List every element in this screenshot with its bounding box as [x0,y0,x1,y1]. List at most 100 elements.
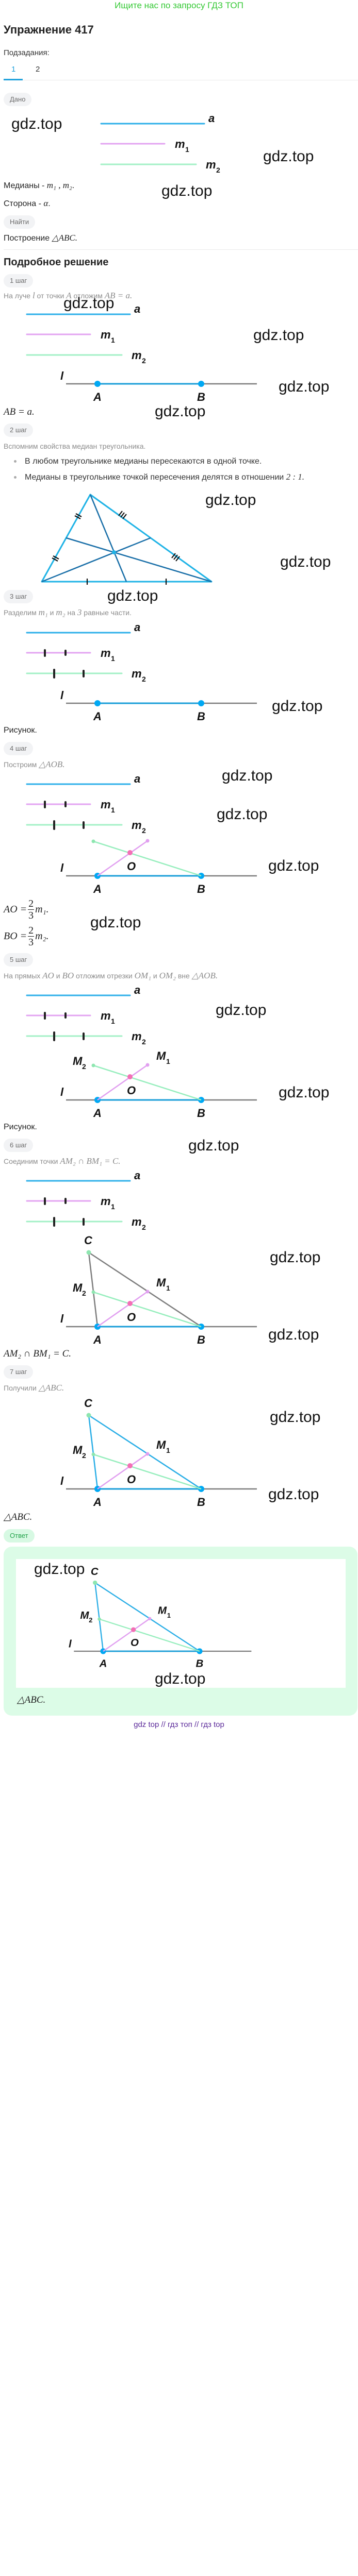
step-6-result: AM₂ ∩ BM₁ = C. [4,1348,72,1359]
label-M1: M [156,1049,166,1062]
bullet-text: В любом треугольнике медианы пересекаютс… [25,457,262,466]
given-side-math: α [43,198,48,208]
watermark: gdz.top [222,767,272,784]
m: AB = a. [104,291,133,300]
label-sub: 2 [82,1062,86,1071]
step-3-badge: 3 шаг [4,590,34,603]
page-title: Упражнение 417 [4,23,94,36]
t: от точки [35,292,67,300]
label-m2: m [132,667,142,680]
label-m2: m [206,158,216,171]
watermark: gdz.top [268,1326,319,1343]
label-m1: m [101,1195,111,1208]
label-sub: 2 [82,1451,86,1460]
label-M2: M [73,1281,83,1294]
label-l: l [60,1475,64,1487]
step-1-badge: 1 шаг [4,274,34,287]
step-2-desc: Вспомним свойства медиан треугольника. [4,442,146,450]
step1-line-figure: l A B [60,369,258,403]
label-m2: m [132,349,142,362]
tab-subtask-1[interactable]: 1 [11,65,16,74]
watermark: gdz.top [90,914,141,931]
watermark: gdz.top [268,1486,319,1503]
t: Соединим точки [4,1157,60,1165]
label-sub: 2 [82,1289,86,1297]
bullet-icon [14,476,17,479]
lhs: BO = [4,930,27,942]
m: m₂ [56,607,66,617]
watermark: gdz.top [253,327,304,344]
step-3-desc: Разделим m₁ и m₂ на 3 равные части. [4,607,132,618]
m: A [66,291,72,300]
m: BO [62,971,74,980]
subtasks-label: Подзадания: [4,48,50,57]
label-sub: 2 [142,1223,146,1231]
label-B: B [197,1107,205,1120]
list-item: В любом треугольнике медианы пересекаютс… [14,456,262,467]
tab-subtask-2[interactable]: 2 [36,65,40,74]
bullet-math: 2 : 1. [286,472,305,482]
label-C: C [84,1234,93,1247]
label-A: A [93,1333,102,1346]
label-a: a [134,984,140,996]
step4-aob-figure: l A B O [60,838,258,895]
find-label: Построение [4,234,52,243]
step-2-badge: 2 шаг [4,423,34,437]
step-7-badge: 7 шаг [4,1365,34,1379]
label-sub: 2 [142,357,146,365]
watermarks: gdz.top gdz.top gdz.top gdz.top gdz.top … [11,115,331,1687]
watermark: gdz.top [205,492,256,509]
watermark: gdz.top [263,148,314,165]
rhs: m₁. [35,903,49,915]
step-1-result: AB = a. [4,406,35,417]
label-a: a [134,621,140,634]
watermark: gdz.top [155,403,205,420]
footer-links: gdz top // гдз топ // гдз top [134,1720,224,1729]
active-tab-indicator [4,79,23,80]
m: OM₁ [134,971,152,980]
label-A: A [93,1496,102,1509]
find-math: △ABC. [52,233,77,243]
t: На луче [4,292,32,300]
step-7-desc: Получили △ABC. [4,1383,64,1393]
bullet-icon [14,460,17,463]
t: и [151,972,159,980]
step-5-badge: 5 шаг [4,953,34,967]
answer-text: △ABC. [17,1694,46,1705]
given-medians-math: m₁ , m₂ [46,180,72,190]
watermark: gdz.top [161,182,212,199]
label-l: l [60,689,64,702]
t: равные части. [82,608,132,617]
find-text: Построение △ABC. [4,233,77,243]
watermark: gdz.top [270,1249,320,1266]
search-banner: Ищите нас по запросу ГДЗ ТОП [115,1,243,10]
watermark: gdz.top [216,1002,266,1019]
answer-badge: Ответ [4,1529,35,1543]
label-m1: m [101,328,111,341]
label-C: C [84,1397,93,1410]
label-l: l [60,1086,64,1098]
label-A: A [93,391,102,403]
lhs: AO = [4,903,27,915]
m: OM₂ [159,971,176,980]
label-l: l [60,861,64,874]
given-medians-label: Медианы - [4,181,47,190]
step-6-badge: 6 шаг [4,1139,34,1152]
label-O: O [127,860,136,873]
label-l: l [60,1312,64,1325]
solution-title: Подробное решение [4,257,109,268]
list-item: Медианы в треугольнике точкой пересечени… [14,472,304,483]
numerator: 2 [28,897,35,910]
watermark: gdz.top [270,1409,320,1426]
